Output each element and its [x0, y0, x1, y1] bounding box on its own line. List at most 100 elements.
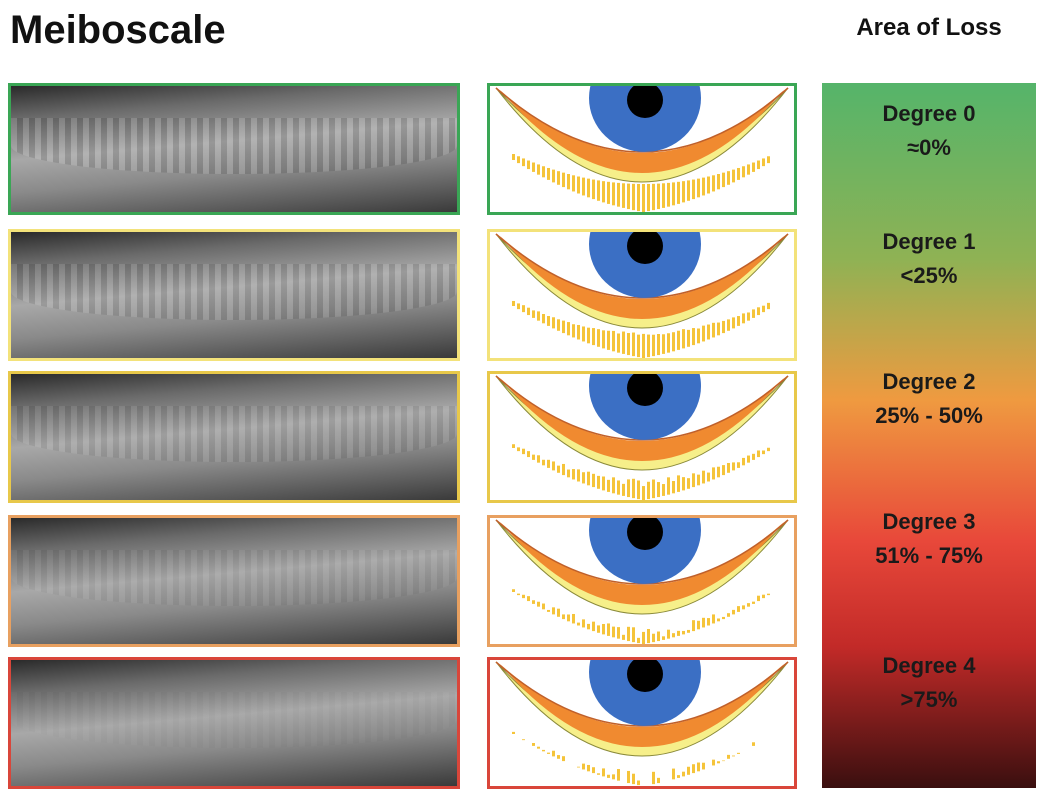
- pupil-icon: [627, 660, 663, 692]
- gland-bar: [667, 629, 670, 639]
- loss-range: <25%: [900, 263, 958, 288]
- gland-bar: [627, 479, 630, 498]
- gland-bar: [677, 475, 680, 492]
- gland-bar: [722, 616, 725, 620]
- gland-bar: [617, 333, 620, 353]
- degree-name: Degree 0: [882, 101, 976, 126]
- gland-region: [500, 664, 784, 747]
- gland-bar: [697, 620, 700, 630]
- gland-bar: [722, 760, 725, 762]
- gland-bar: [552, 461, 555, 471]
- gland-bar: [582, 619, 585, 628]
- eyelid-diagram: [487, 657, 797, 789]
- gland-bar: [647, 481, 650, 500]
- gland-region: [500, 90, 784, 173]
- gland-bar: [582, 177, 585, 196]
- gland-bar: [567, 614, 570, 622]
- eyelid-diagram: [487, 371, 797, 503]
- gland-bar: [592, 621, 595, 632]
- gland-bar: [692, 179, 695, 200]
- gland-bar: [587, 764, 590, 772]
- gland-bar: [712, 322, 715, 338]
- gland-bar: [632, 627, 635, 643]
- gland-bar: [542, 459, 545, 466]
- gland-bar: [552, 317, 555, 329]
- gland-bar: [537, 164, 540, 175]
- gland-bar: [512, 444, 515, 448]
- gland-bar: [637, 780, 640, 786]
- gland-bar: [662, 334, 665, 354]
- gland-bar: [737, 606, 740, 612]
- gland-bar: [732, 755, 735, 757]
- gland-bar: [572, 469, 575, 480]
- gland-bar: [542, 314, 545, 324]
- meibography-photo: [8, 657, 460, 789]
- gland-bar: [617, 769, 620, 781]
- gland-bar: [547, 316, 550, 326]
- gland-bar: [682, 477, 685, 491]
- gland-bar: [617, 182, 620, 207]
- gland-bar: [612, 182, 615, 206]
- gland-bar: [632, 332, 635, 357]
- gland-bar: [727, 319, 730, 331]
- gland-bar: [607, 479, 610, 492]
- gland-bar: [577, 766, 580, 768]
- gland-bar: [512, 589, 515, 592]
- degree-name: Degree 1: [882, 229, 976, 254]
- gland-bar: [672, 182, 675, 206]
- gland-bar: [647, 334, 650, 358]
- gland-bar: [572, 613, 575, 624]
- gland-bar: [527, 307, 530, 316]
- gland-bar: [677, 330, 680, 350]
- gland-bar: [757, 450, 760, 458]
- gland-bar: [667, 333, 670, 353]
- gland-bar: [622, 483, 625, 496]
- gland-bar: [547, 752, 550, 754]
- gland-bar: [752, 453, 755, 460]
- meibography-photo: [8, 371, 460, 503]
- gland-bar: [657, 631, 660, 642]
- gland-bar: [607, 774, 610, 778]
- gland-bar: [662, 636, 665, 640]
- gland-bar: [512, 154, 515, 160]
- gland-bar: [652, 334, 655, 357]
- gland-bar: [697, 474, 700, 486]
- gland-bar: [612, 330, 615, 352]
- gland-bar: [542, 749, 545, 752]
- gland-bar: [717, 174, 720, 190]
- meibography-photo: [8, 83, 460, 215]
- gland-bar: [692, 620, 695, 632]
- gland-bar: [747, 603, 750, 607]
- gland-bar: [607, 181, 610, 204]
- gland-bar: [552, 169, 555, 183]
- pupil-icon: [627, 374, 663, 406]
- gland-bar: [672, 633, 675, 638]
- gland-bar: [742, 457, 745, 466]
- gland-bar: [697, 762, 700, 772]
- gland-bar: [587, 327, 590, 344]
- gland-bar: [597, 625, 600, 633]
- gland-bar: [687, 180, 690, 201]
- gland-bar: [737, 462, 740, 468]
- gland-bar: [602, 181, 605, 203]
- gland-bar: [612, 774, 615, 780]
- gland-bar: [647, 183, 650, 212]
- gland-bar: [722, 320, 725, 334]
- gland-bar: [762, 450, 765, 455]
- gland-bar: [647, 628, 650, 644]
- gland-bar: [762, 594, 765, 599]
- gland-bar: [642, 486, 645, 500]
- gland-bar: [557, 608, 560, 617]
- gland-bar: [652, 183, 655, 211]
- gland-bar: [577, 176, 580, 194]
- gland-bar: [587, 178, 590, 198]
- gland-bar: [632, 183, 635, 211]
- gland-bar: [557, 171, 560, 185]
- gland-bar: [512, 300, 515, 306]
- gland-bar: [557, 465, 560, 473]
- gland-bar: [737, 752, 740, 754]
- gland-bar: [617, 627, 620, 639]
- gland-bar: [582, 472, 585, 484]
